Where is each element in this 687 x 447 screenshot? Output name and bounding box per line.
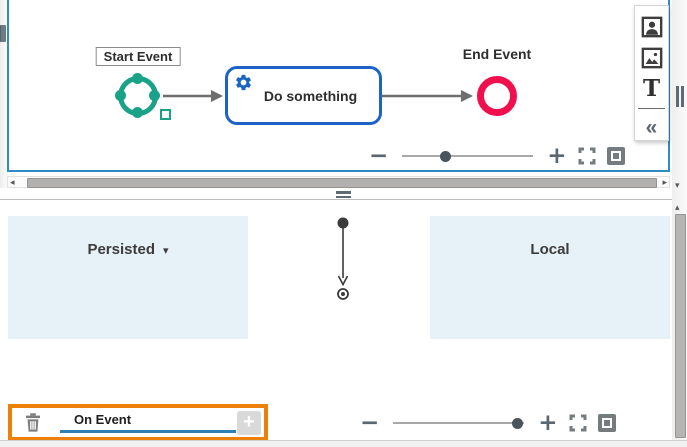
zoom-out-button[interactable]: − xyxy=(369,143,389,169)
persisted-dropdown[interactable]: Persisted ▾ xyxy=(87,241,168,258)
canvas-horizontal-scrollbar[interactable]: ◂ ▸ xyxy=(7,176,670,188)
delete-event-button[interactable] xyxy=(25,413,41,432)
selection-handle-bottom[interactable] xyxy=(132,107,143,118)
local-label: Local xyxy=(530,241,570,258)
fit-to-screen-button[interactable] xyxy=(597,414,616,432)
flow-arrowhead xyxy=(461,90,473,102)
zoom-in-button[interactable]: + xyxy=(538,410,558,436)
fit-to-screen-icon xyxy=(606,147,625,165)
scroll-up-arrow[interactable]: ▴ xyxy=(675,202,680,212)
end-event-label: End Event xyxy=(462,46,532,62)
fullscreen-icon xyxy=(569,414,587,432)
task-label: Do something xyxy=(263,87,358,104)
text-tool-button[interactable]: T xyxy=(640,77,664,101)
scroll-down-arrow[interactable]: ▾ xyxy=(675,180,680,190)
canvas-zoom-controls: − + xyxy=(369,142,625,170)
status-strip xyxy=(0,440,687,447)
fit-to-screen-button[interactable] xyxy=(606,147,625,165)
add-event-button[interactable]: + xyxy=(237,410,261,435)
selection-handle-right[interactable] xyxy=(149,90,160,101)
right-panel-rail: ▾ ▴ xyxy=(672,0,687,440)
start-event-label: Start Event xyxy=(95,47,181,66)
right-panel-grip[interactable] xyxy=(676,86,684,107)
persisted-column[interactable]: Persisted ▾ xyxy=(8,216,248,339)
left-panel-grip[interactable] xyxy=(0,25,6,42)
mapping-zoom-controls: − + xyxy=(360,409,616,437)
scroll-left-arrow[interactable]: ◂ xyxy=(10,177,15,187)
fullscreen-icon xyxy=(578,147,596,165)
mapping-connector[interactable] xyxy=(328,208,358,313)
horizontal-scroll-thumb[interactable] xyxy=(27,178,657,188)
panel-splitter[interactable] xyxy=(0,188,672,199)
text-tool-icon: T xyxy=(642,75,661,102)
task-node[interactable]: Do something xyxy=(225,66,382,125)
dropdown-caret-icon: ▾ xyxy=(163,245,169,257)
actor-portrait-icon xyxy=(641,16,662,38)
event-name-input[interactable]: On Event xyxy=(60,412,236,433)
zoom-slider-thumb[interactable] xyxy=(440,150,451,162)
scroll-right-arrow[interactable]: ▸ xyxy=(662,177,667,187)
fit-to-screen-icon xyxy=(597,414,616,432)
image-icon xyxy=(641,47,662,69)
connector-source-dot xyxy=(337,217,349,229)
selection-handle-top[interactable] xyxy=(132,73,143,84)
zoom-slider[interactable] xyxy=(393,417,525,429)
local-column[interactable]: Local xyxy=(430,216,670,339)
left-panel-rail xyxy=(0,0,7,190)
canvas-tool-palette: T « xyxy=(634,5,669,141)
palette-divider xyxy=(638,108,665,109)
selection-handle-left[interactable] xyxy=(115,90,126,101)
zoom-in-button[interactable]: + xyxy=(547,143,567,169)
zoom-out-button[interactable]: − xyxy=(360,410,380,436)
trash-icon xyxy=(26,413,40,432)
fullscreen-button[interactable] xyxy=(578,147,596,165)
actor-tool-button[interactable] xyxy=(640,15,664,39)
process-canvas[interactable]: Start Event Do something End Event − + xyxy=(7,0,670,172)
collapse-chevrons-icon: « xyxy=(645,116,658,139)
connector-arrowhead xyxy=(337,275,349,287)
event-tab-bar[interactable]: On Event + xyxy=(8,404,268,441)
zoom-slider[interactable] xyxy=(402,150,534,162)
image-tool-button[interactable] xyxy=(640,46,664,70)
zoom-slider-thumb[interactable] xyxy=(512,417,524,429)
selection-handle-corner[interactable] xyxy=(160,109,171,120)
end-event-node[interactable] xyxy=(477,76,517,116)
contract-mapping-panel: Persisted ▾ Local On Event + xyxy=(0,199,672,441)
collapse-palette-button[interactable]: « xyxy=(640,116,664,140)
flow-arrowhead xyxy=(211,90,223,102)
persisted-label: Persisted xyxy=(87,241,155,258)
vertical-scroll-thumb[interactable] xyxy=(675,214,686,438)
splitter-grip-icon[interactable] xyxy=(336,191,351,198)
fullscreen-button[interactable] xyxy=(569,414,587,432)
service-task-gear-icon xyxy=(236,74,251,91)
